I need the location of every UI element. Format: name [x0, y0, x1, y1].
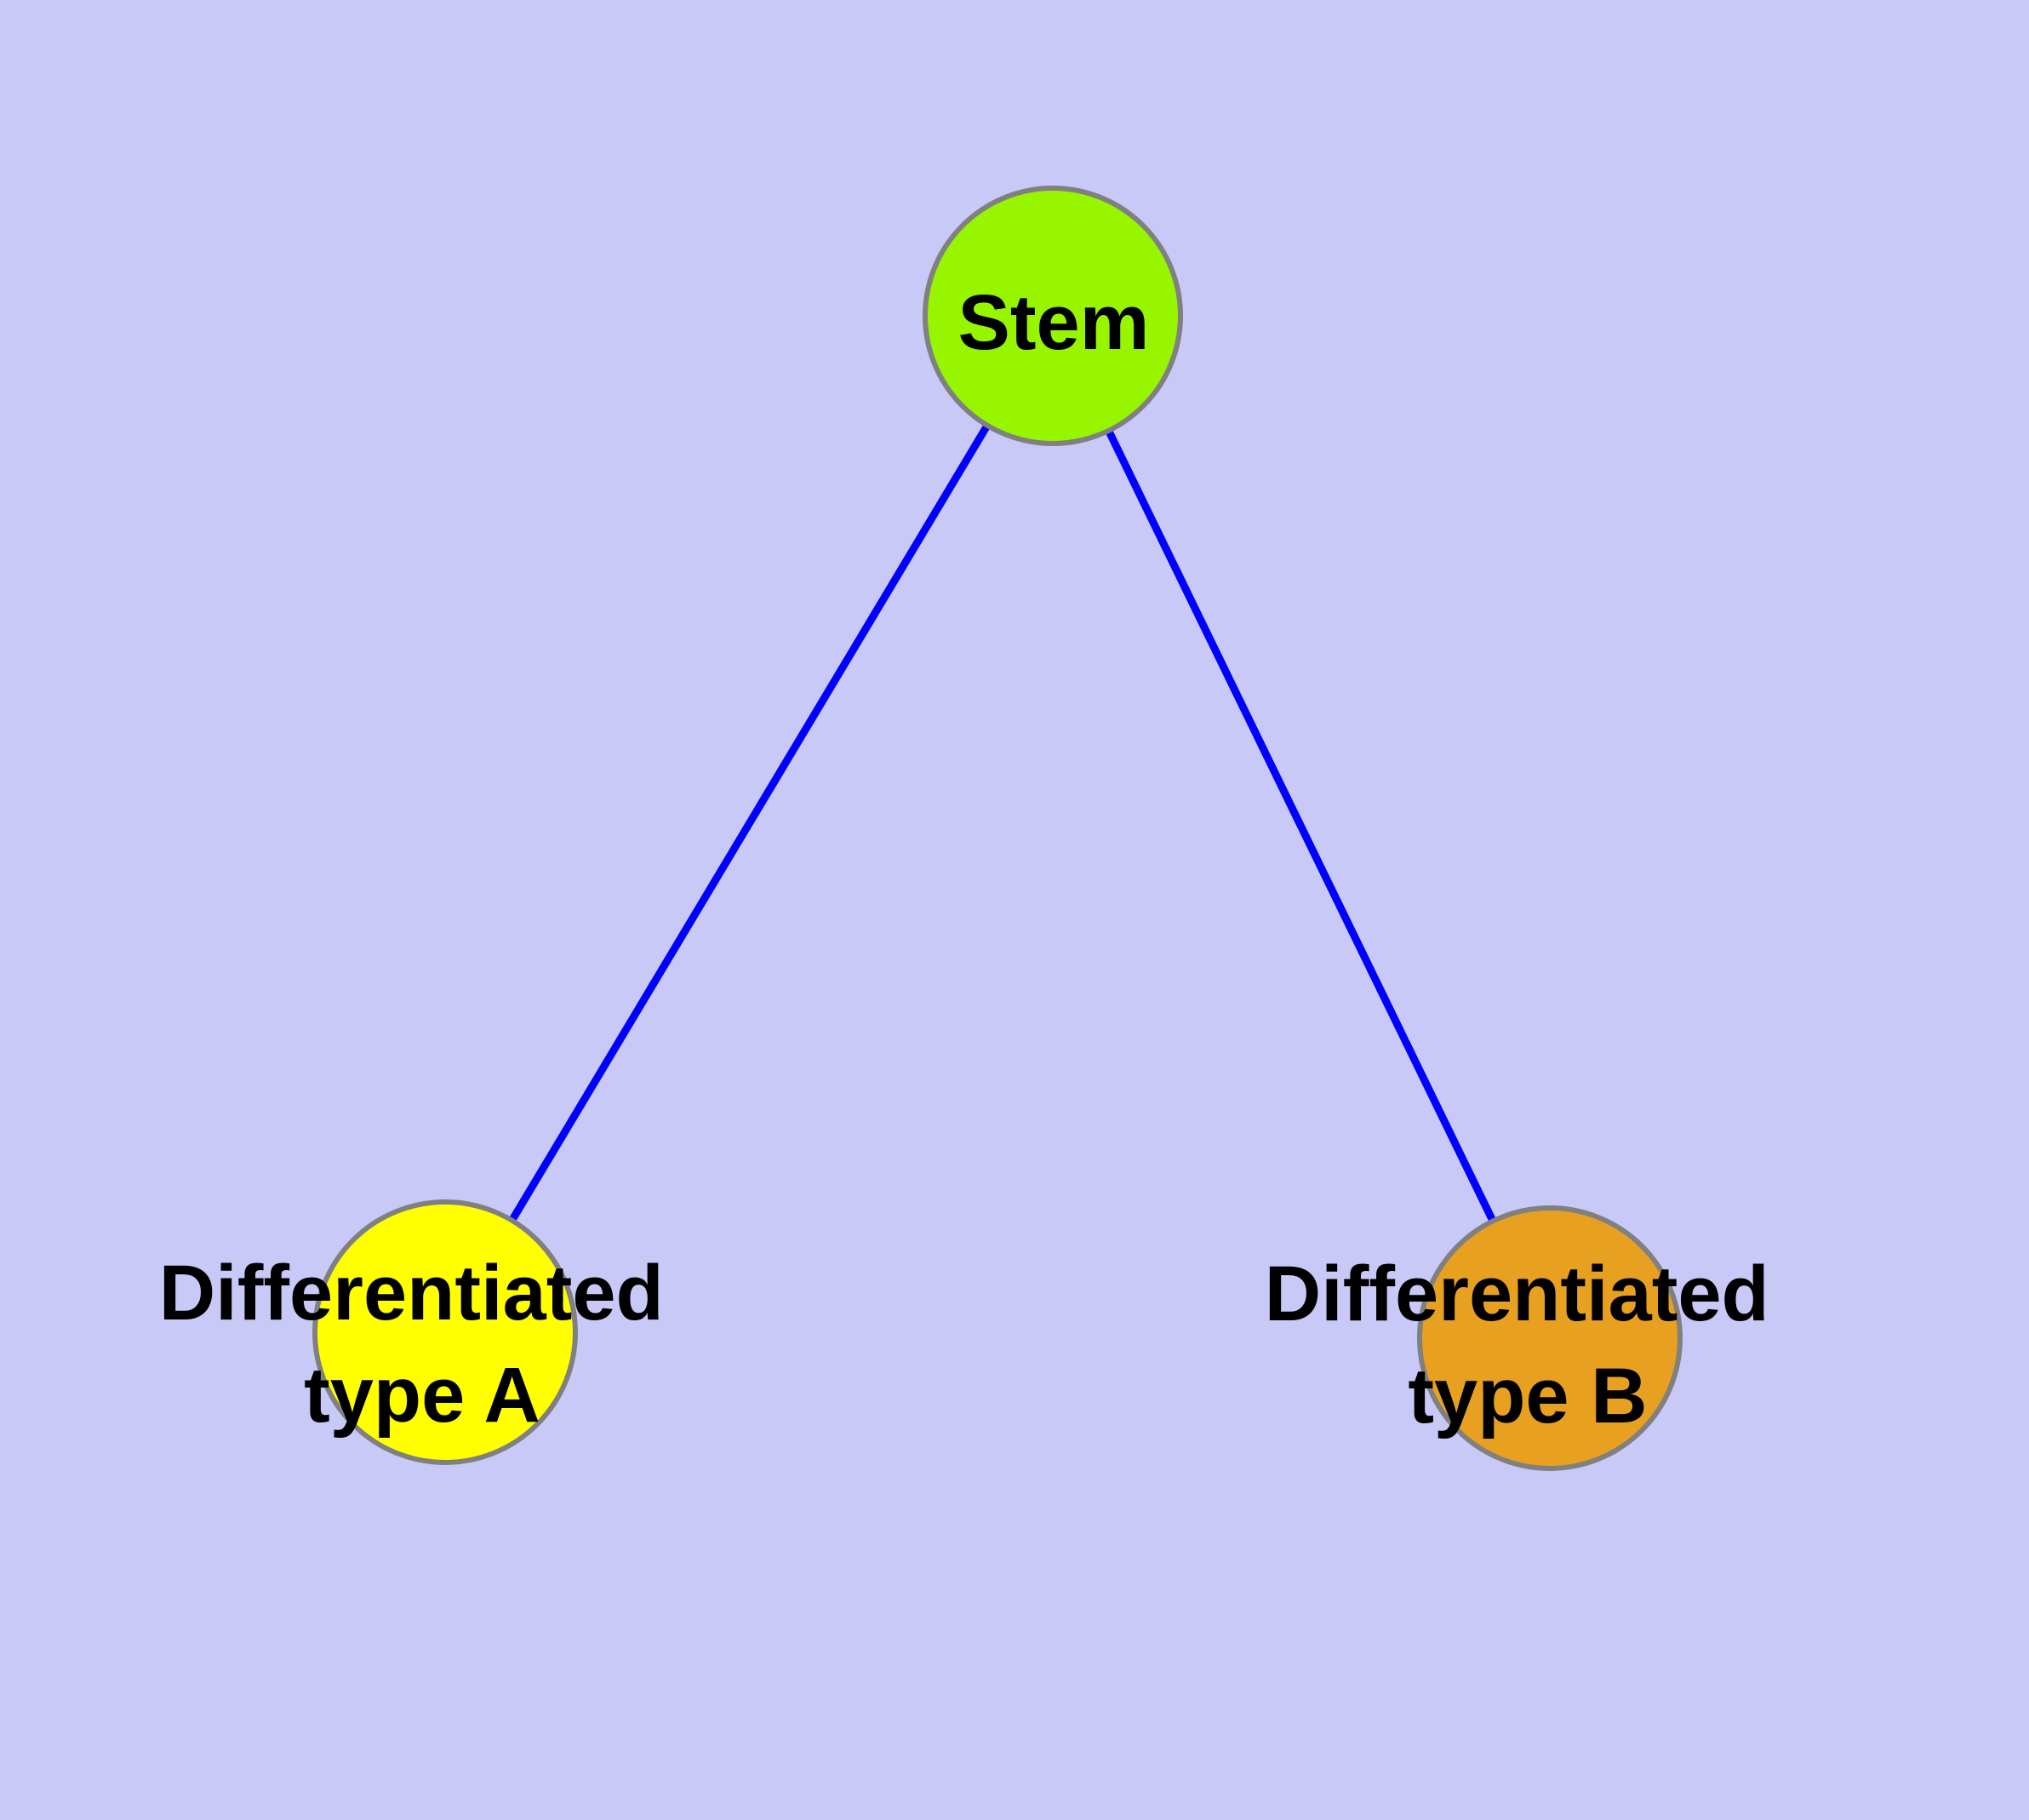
node-type-a-label-line1: Differentiated [159, 1250, 664, 1336]
node-type-b-label-line1: Differentiated [1265, 1251, 1769, 1337]
node-stem-label: Stem [958, 279, 1150, 366]
node-type-a [312, 1199, 578, 1465]
node-type-a-label-line2: type A [304, 1352, 540, 1439]
label-layer: Stem Differentiated type A Differentiate… [159, 279, 1792, 1439]
node-type-a-label: Differentiated type A [159, 1250, 686, 1439]
node-type-b-label: Differentiated type B [1265, 1251, 1792, 1439]
node-type-b-label-line2: type B [1408, 1353, 1647, 1439]
edge-layer [442, 313, 1554, 1340]
node-type-b [1417, 1205, 1683, 1471]
node-stem [923, 186, 1183, 446]
edge-stem-to-type-a [442, 313, 1056, 1335]
node-layer [312, 186, 1683, 1471]
edge-stem-to-type-b [1049, 314, 1554, 1340]
